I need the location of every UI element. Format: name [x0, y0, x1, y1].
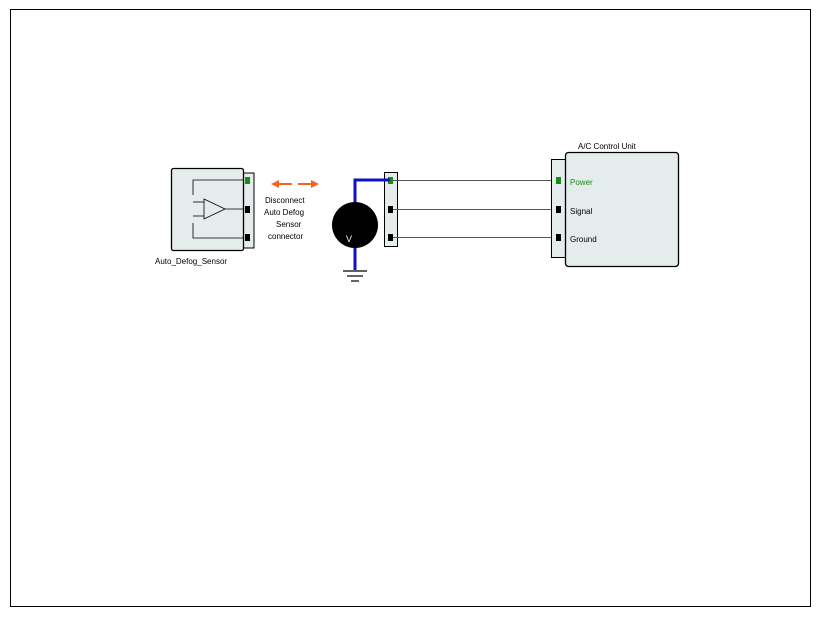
- instruction-line-4: connector: [268, 232, 303, 241]
- control-unit-title: A/C Control Unit: [578, 142, 637, 151]
- voltmeter[interactable]: V: [332, 178, 390, 282]
- control-unit-pin-power[interactable]: [556, 177, 561, 184]
- voltmeter-label: V: [346, 234, 352, 244]
- pin-label-signal: Signal: [570, 207, 592, 216]
- sensor-pin-power[interactable]: [245, 177, 250, 184]
- pin-label-ground: Ground: [570, 235, 597, 244]
- harness-wires: [393, 180, 556, 238]
- control-unit-pin-ground[interactable]: [556, 234, 561, 241]
- ground-symbol-icon: [343, 270, 367, 282]
- sensor-name-label: Auto_Defog_Sensor: [155, 257, 227, 266]
- voltmeter-icon[interactable]: [332, 202, 378, 248]
- control-unit-pin-signal[interactable]: [556, 206, 561, 213]
- disconnect-arrows: [271, 180, 319, 188]
- arrow-right-icon: [298, 180, 319, 188]
- disconnect-instruction: Disconnect Auto Defog Sensor connector: [264, 196, 305, 241]
- auto-defog-sensor[interactable]: Auto_Defog_Sensor: [155, 167, 255, 267]
- instruction-line-1: Disconnect: [265, 196, 305, 205]
- sensor-pin-signal[interactable]: [245, 206, 250, 213]
- control-unit-body: [564, 151, 680, 268]
- arrow-left-icon: [271, 180, 292, 188]
- voltmeter-probe-lead[interactable]: [353, 178, 390, 202]
- amplifier-triangle-icon: [192, 179, 243, 239]
- harness-pin-ground[interactable]: [388, 234, 393, 241]
- ac-control-unit[interactable]: A/C Control Unit Power Signal Ground: [551, 142, 680, 268]
- pin-label-power: Power: [570, 178, 593, 187]
- harness-pin-signal[interactable]: [388, 206, 393, 213]
- harness-pin-power[interactable]: [388, 177, 393, 184]
- sensor-pin-ground[interactable]: [245, 234, 250, 241]
- instruction-line-3: Sensor: [276, 220, 302, 229]
- diagram-frame: [10, 9, 811, 607]
- instruction-line-2: Auto Defog: [264, 208, 304, 217]
